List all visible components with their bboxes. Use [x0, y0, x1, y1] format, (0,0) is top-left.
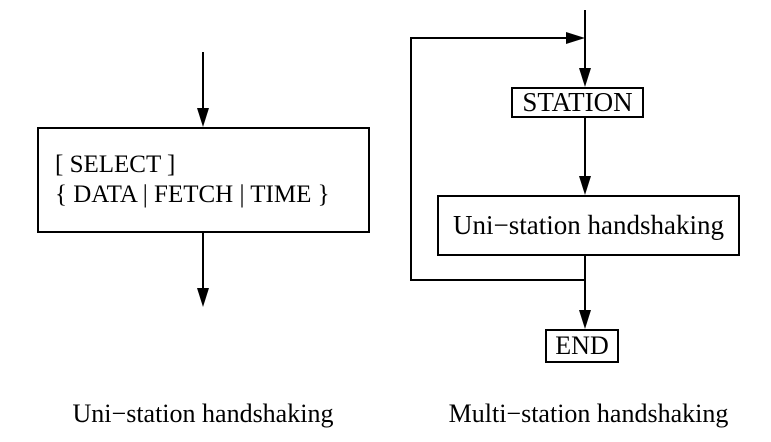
right-diagram-caption: Multi−station handshaking [448, 399, 729, 428]
right-entry-arrowhead-icon [579, 68, 591, 87]
process-box: Uni−station handshaking [437, 195, 740, 256]
left-diagram-caption: Uni−station handshaking [72, 399, 334, 428]
loop-back-line [410, 37, 585, 281]
process-box-label: Uni−station handshaking [453, 210, 724, 240]
station-to-process-arrowhead-icon [579, 176, 591, 195]
left-entry-arrowhead-icon [197, 108, 209, 127]
station-box: STATION [511, 87, 644, 118]
left-exit-arrowhead-icon [197, 288, 209, 307]
process-to-end-arrowhead-icon [579, 310, 591, 329]
end-box: END [545, 329, 619, 363]
select-box: [ SELECT ] { DATA | FETCH | TIME } [37, 127, 370, 233]
loop-back-arrowhead-icon [566, 32, 585, 44]
end-box-label: END [555, 331, 609, 360]
station-box-label: STATION [522, 87, 633, 117]
select-box-line2: { DATA | FETCH | TIME } [55, 181, 330, 208]
select-box-line1: [ SELECT ] [55, 151, 176, 178]
